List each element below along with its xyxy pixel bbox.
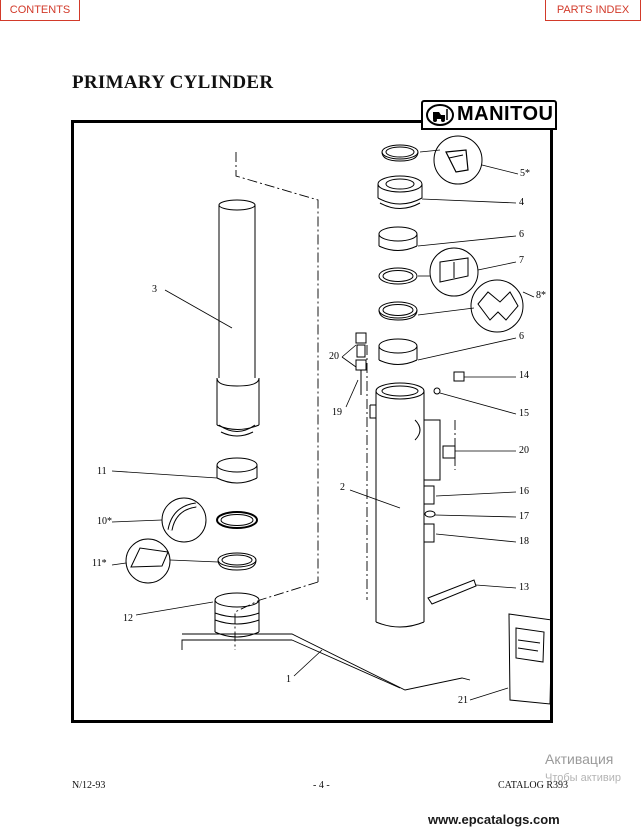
guide-ring-6-bottom: [378, 338, 418, 365]
website-url[interactable]: www.epcatalogs.com: [428, 812, 560, 827]
seal-7: [378, 267, 418, 285]
parts-index-button[interactable]: PARTS INDEX: [545, 0, 641, 21]
part-label-18: 18: [519, 536, 529, 547]
part-label-8: 8*: [536, 290, 546, 301]
part-label-6-bottom: 6: [519, 331, 524, 342]
part-label-20-left: 20: [329, 351, 339, 362]
part-label-17: 17: [519, 511, 529, 522]
part-label-10: 10*: [97, 516, 112, 527]
rod-tube: [216, 199, 260, 437]
footer-page-number: - 4 -: [313, 780, 330, 791]
part-label-6-top: 6: [519, 229, 524, 240]
piston-12: [214, 592, 260, 638]
page-title: PRIMARY CYLINDER: [72, 72, 274, 93]
part-label-4: 4: [519, 197, 524, 208]
part-label-20-right: 20: [519, 445, 529, 456]
part-label-3: 3: [152, 284, 157, 295]
part-label-19: 19: [332, 407, 342, 418]
detail-bubble-10: [161, 497, 207, 543]
part-label-16: 16: [519, 486, 529, 497]
manual-21: [508, 613, 553, 705]
forklift-icon: [426, 104, 454, 126]
bushing-11: [216, 457, 258, 484]
leader-lines: [111, 149, 535, 701]
part-label-21: 21: [458, 695, 468, 706]
fitting-20: [442, 445, 456, 459]
part-label-15: 15: [519, 408, 529, 419]
guide-ring-6-top: [378, 226, 418, 251]
detail-bubble-11: [125, 538, 171, 584]
part-label-1: 1: [286, 674, 291, 685]
activation-watermark-title: Активация: [545, 751, 614, 767]
fittings-19-20: [355, 332, 367, 395]
valve-16-17-18: [423, 485, 436, 543]
wiper-seal-5: [381, 144, 419, 162]
footer-date: N/12-93: [72, 780, 106, 791]
part-label-12: 12: [123, 613, 133, 624]
o-ring-10: [216, 511, 258, 529]
contents-button[interactable]: CONTENTS: [0, 0, 80, 21]
part-label-7: 7: [519, 255, 524, 266]
part-label-2: 2: [340, 482, 345, 493]
detail-bubble-7: [429, 247, 479, 297]
detail-bubble-8: [470, 279, 524, 333]
head-nut-4: [377, 175, 423, 209]
cylinder-barrel: [369, 382, 441, 628]
detail-bubble-5: [433, 135, 483, 185]
part-label-5: 5*: [520, 168, 530, 179]
part-label-11: 11: [97, 466, 107, 477]
part-label-13: 13: [519, 582, 529, 593]
fitting-14: [433, 371, 465, 395]
assembly-outline: [234, 152, 456, 650]
ring-11: [217, 552, 257, 571]
rod-13: [427, 579, 477, 605]
diagram-frame: [71, 120, 553, 723]
seal-8: [378, 301, 418, 321]
footer-catalog: CATALOG R393: [498, 780, 569, 791]
part-label-14: 14: [519, 370, 529, 381]
part-label-11-star: 11*: [92, 558, 107, 569]
activation-watermark-text: Чтобы активир: [545, 772, 621, 784]
base-outline: [181, 633, 471, 691]
manitou-logo: MANITOU: [421, 100, 557, 130]
